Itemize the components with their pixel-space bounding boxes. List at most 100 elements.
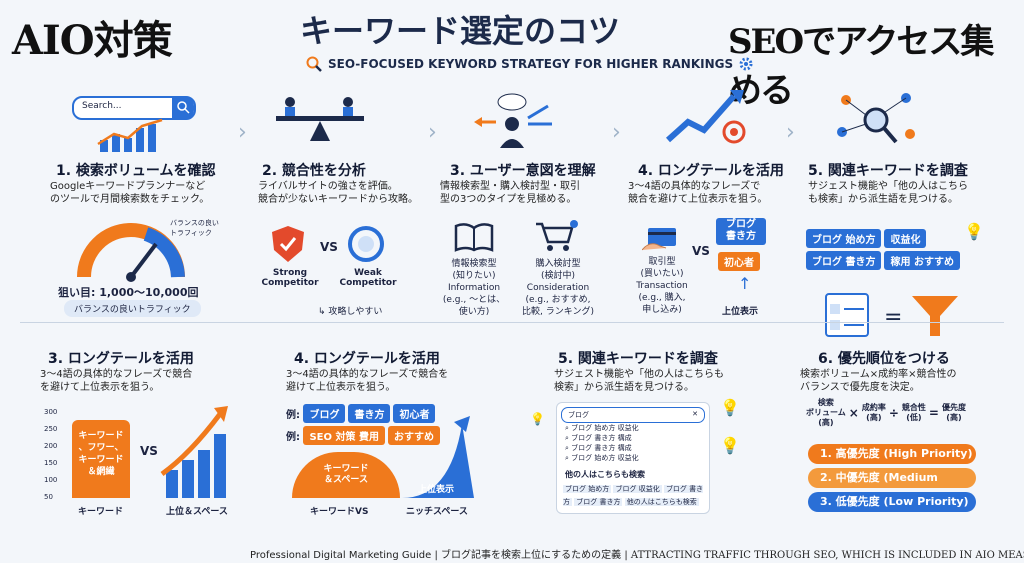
step1-desc-line1: Googleキーワードプランナーなど	[50, 181, 206, 192]
transaction-intent-line2: (買いたい)	[640, 269, 684, 279]
suggest-item[interactable]: ⌕ ブログ 始め方 収益化	[565, 424, 639, 432]
subtitle-text: SEO-FOCUSED KEYWORD STRATEGY FOR HIGHER …	[328, 57, 734, 71]
info-intent-line2: (知りたい)	[452, 271, 496, 281]
svg-text:=: =	[884, 305, 902, 330]
lightbulb-icon: 💡	[964, 222, 984, 241]
formula-op: ÷	[888, 406, 899, 420]
formula-competition: 競合性 (低)	[901, 403, 926, 422]
arrow-icon: ›	[428, 120, 437, 145]
footer-sep: |	[624, 550, 628, 561]
example-row-1: 例: ブログ書き方初心者	[286, 404, 438, 423]
also-chip[interactable]: ブログ 収益化	[613, 485, 662, 493]
b4-desc-line2: 避けて上位表示を狙う。	[286, 382, 396, 393]
info-intent-line4: (e.g., 〜とは、	[442, 295, 506, 305]
b4-title: 4. ロングテールを活用	[294, 351, 440, 367]
formula-priority: 優先度 (高)	[941, 403, 966, 422]
b6-desc-line1: 検索ボリューム×成約率×競合性の	[800, 369, 957, 380]
b3-desc-line1: 3〜4語の具体的なフレーズで競合	[40, 369, 193, 380]
formula-volume: 検索 ボリューム (高)	[806, 398, 846, 427]
consideration-intent-line2: (検討中)	[540, 271, 576, 281]
step2-desc-line1: ライバルサイトの強さを評価。	[258, 181, 398, 192]
step1-desc-line2: のツールで月間検索数をチェック。	[50, 194, 210, 205]
step4-desc-line1: 3〜4語の具体的なフレーズで	[628, 181, 761, 192]
step5-desc-line2: も検索」から派生語を見つける。	[808, 194, 958, 205]
footer-guide: Professional Digital Marketing Guide	[250, 550, 432, 561]
suggest-item[interactable]: ⌕ ブログ 書き方 構成	[565, 444, 632, 452]
user-intent-icon	[474, 93, 552, 148]
easy-to-win-label: ↳ 攻略しやすい	[318, 307, 383, 317]
example-row-2: 例: SEO 対策 費用おすすめ	[286, 426, 443, 445]
magnifier-icon	[306, 56, 322, 72]
growth-target-icon	[665, 90, 746, 144]
also-chip[interactable]: ブログ 始め方	[563, 485, 612, 493]
example-label: 例:	[286, 432, 300, 443]
suggest-panel: ブログ ✕ ⌕ ブログ 始め方 収益化 ⌕ ブログ 書き方 構成 ⌕ ブログ 書…	[556, 402, 710, 514]
easy-to-win-text: 攻略しやすい	[328, 307, 383, 317]
step3-desc-line1: 情報検索型・購入検討型・取引	[440, 181, 580, 192]
info-intent-line3: Information	[447, 283, 501, 293]
consideration-intent-line1: 購入検討型	[535, 259, 581, 269]
suggest-list: ⌕ ブログ 始め方 収益化 ⌕ ブログ 書き方 構成 ⌕ ブログ 書き方 構成 …	[565, 423, 639, 463]
weak-shield-icon	[348, 226, 384, 262]
suggest-search-input[interactable]: ブログ ✕	[561, 407, 705, 423]
b6-desc-line2: バランスで優先度を決定。	[800, 382, 920, 393]
blog-howto-chip: ブログ書き方	[716, 218, 766, 245]
weak-competitor-label: Weak Competitor	[330, 268, 406, 288]
info-intent: 情報検索型 (知りたい) Information (e.g., 〜とは、使い方)	[436, 258, 512, 318]
b3-title: 3. ロングテールを活用	[48, 351, 194, 367]
also-chip[interactable]: ブログ 書き方	[574, 498, 623, 506]
footer: Professional Digital Marketing Guide | ブ…	[250, 546, 1024, 561]
priority-medium: 2. 中優先度 (Medium Priority)	[808, 468, 976, 504]
step5-title: 5. 関連キーワードを調査	[808, 163, 968, 179]
gear-icon	[739, 57, 753, 71]
consideration-intent-line5: 比較, ランキング)	[522, 307, 594, 317]
rank-label: 上位表示	[722, 307, 759, 317]
info-intent-line5: 使い方)	[458, 307, 490, 317]
info-intent-line1: 情報検索型	[451, 259, 497, 269]
example-chip: ブログ	[303, 404, 346, 423]
lightbulb-icon: 💡	[530, 412, 545, 426]
priority-formula: 検索 ボリューム (高) × 成約率 (高) ÷ 競合性 (低) = 優先度 (…	[806, 398, 966, 428]
also-chips: ブログ 始め方 ブログ 収益化 ブログ 書き方 ブログ 書き方 他の人はこちらも…	[563, 483, 705, 509]
balance-scale-icon	[276, 97, 364, 141]
strong-competitor-line1: Strong	[272, 268, 308, 278]
bar-trend-icon	[97, 118, 163, 152]
suggest-item-text: ブログ 始め方 収益化	[571, 424, 639, 432]
b6-title: 6. 優先順位をつける	[818, 351, 950, 367]
consideration-intent-line4: (e.g., おすすめ,	[525, 295, 591, 305]
weak-competitor-line1: Weak	[354, 268, 382, 278]
b5-title: 5. 関連キーワードを調査	[558, 351, 718, 367]
also-chip[interactable]: 他の人はこちらも検索	[624, 498, 699, 506]
related-chip: ブログ 書き方	[806, 251, 882, 270]
up-arrow-icon: ↑	[738, 274, 752, 293]
example-chip: 書き方	[348, 404, 391, 423]
niche-rise-icon	[402, 416, 474, 498]
y-tick: 200	[44, 442, 58, 450]
target-range: 狙い目: 1,000〜10,000回	[58, 286, 199, 299]
formula-op: ×	[848, 406, 859, 420]
longtail-box: キーワード 、フワー、 キーワード ＆網繊	[72, 420, 130, 498]
row-divider	[20, 322, 1004, 323]
b3-desc: 3〜4語の具体的なフレーズで競合 を避けて上位表示を狙う。	[40, 368, 192, 394]
related-chip-group: ブログ 書き方稼用 おすすめ	[806, 250, 966, 270]
beginner-chip: 初心者	[718, 252, 760, 271]
b3-x1: キーワード	[78, 507, 124, 517]
header-center-title: キーワード選定のコツ	[300, 12, 621, 50]
step5-desc: サジェスト機能や「他の人はこちら も検索」から派生語を見つける。	[808, 180, 968, 206]
suggest-item[interactable]: ⌕ ブログ 書き方 構成	[565, 434, 632, 442]
example-chip: 初心者	[393, 404, 436, 423]
strong-competitor-label: Strong Competitor	[252, 268, 328, 288]
suggest-item[interactable]: ⌕ ブログ 始め方 収益化	[565, 454, 639, 462]
b5-desc-line1: サジェスト機能や「他の人はこちらも	[554, 369, 724, 380]
close-icon[interactable]: ✕	[692, 410, 698, 418]
step2-desc-line2: 競合が少ないキーワードから攻略。	[258, 194, 418, 205]
header-subtitle: SEO-FOCUSED KEYWORD STRATEGY FOR HIGHER …	[306, 56, 753, 72]
consideration-intent: 購入検討型(検討中)Consideration(e.g., おすすめ,比較, ラ…	[516, 258, 600, 318]
b4-x1: キーワードVS	[310, 507, 369, 517]
network-magnifier-icon	[837, 93, 915, 144]
b5-desc: サジェスト機能や「他の人はこちらも 検索」から派生語を見つける。	[554, 368, 724, 394]
y-tick: 300	[44, 408, 58, 416]
formula-op: =	[928, 406, 939, 420]
arrow-icon: ›	[238, 120, 247, 145]
step3-desc-line2: 型の3つのタイプを見極める。	[440, 194, 577, 205]
